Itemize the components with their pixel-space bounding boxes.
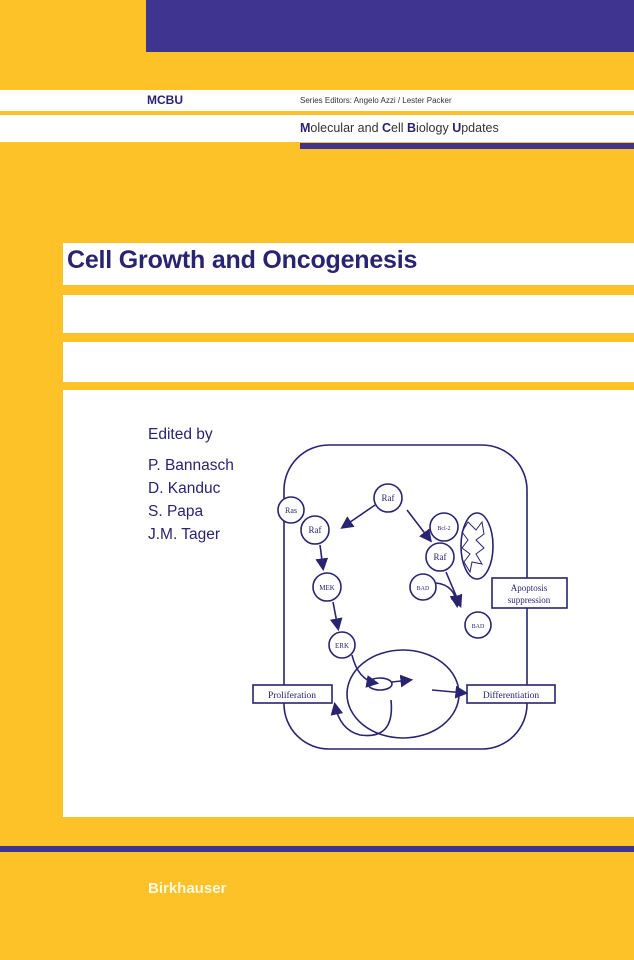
node-label: ERK — [335, 642, 349, 650]
name-part: ell — [391, 121, 408, 135]
node-label: Ras — [285, 506, 297, 515]
series-editors: Series Editors: Angelo Azzi / Lester Pac… — [300, 96, 452, 105]
node-bottom — [464, 611, 492, 639]
nucleus — [346, 649, 460, 739]
node-label: Raf — [309, 525, 322, 535]
node-label: MEK — [319, 584, 335, 592]
name-part: olecular and — [310, 121, 382, 135]
title-band — [63, 243, 634, 285]
publisher-name: Birkhauser — [148, 880, 227, 897]
initial: C — [382, 121, 392, 135]
node-label: BAD — [417, 586, 430, 592]
initial: U — [452, 121, 462, 135]
arrows — [315, 504, 469, 737]
editor-name: J.M. Tager — [148, 526, 221, 543]
node-label: Raf — [434, 552, 447, 562]
series-name: Molecular and Cell Biology Updates — [300, 121, 499, 135]
proliferation-box — [252, 684, 333, 704]
node-label: Raf — [382, 493, 395, 503]
top-color-block — [146, 0, 634, 52]
series-abbreviation: MCBU — [147, 93, 183, 107]
node-raf-left — [300, 515, 330, 545]
node-mek — [312, 572, 342, 602]
bottom-rule — [0, 846, 634, 852]
box-label: Proliferation — [268, 690, 316, 701]
subtitle-band — [63, 295, 634, 333]
box-label: suppression — [508, 595, 551, 605]
node-erk — [328, 631, 356, 659]
initial: M — [300, 121, 311, 135]
box-label: Apoptosis — [511, 583, 548, 593]
box-label: Differentiation — [483, 690, 540, 701]
node-bcl2 — [429, 512, 459, 542]
node-bad — [409, 573, 437, 601]
node-raf-right — [425, 542, 455, 572]
series-band — [0, 90, 634, 111]
apoptosis-box — [491, 577, 568, 609]
initial: B — [407, 121, 417, 135]
mitochondrion — [460, 512, 494, 580]
name-part: pdates — [461, 121, 499, 135]
series-name-band — [0, 115, 634, 142]
series-underline — [300, 143, 634, 149]
node-raf-top — [373, 483, 403, 513]
node-label: BAD — [472, 624, 485, 630]
editor-name: D. Kanduc — [148, 480, 221, 497]
mitochondrion-cristae — [461, 520, 485, 574]
editor-name: P. Bannasch — [148, 457, 234, 474]
edited-by-label: Edited by — [148, 426, 213, 443]
name-part: iology — [416, 121, 453, 135]
book-title: Cell Growth and Oncogenesis — [67, 246, 418, 274]
subtitle-band — [63, 342, 634, 382]
node-label: Bcl-2 — [437, 526, 450, 532]
editor-name: S. Papa — [148, 503, 204, 520]
node-ras — [277, 496, 305, 524]
dna-region — [367, 677, 393, 691]
